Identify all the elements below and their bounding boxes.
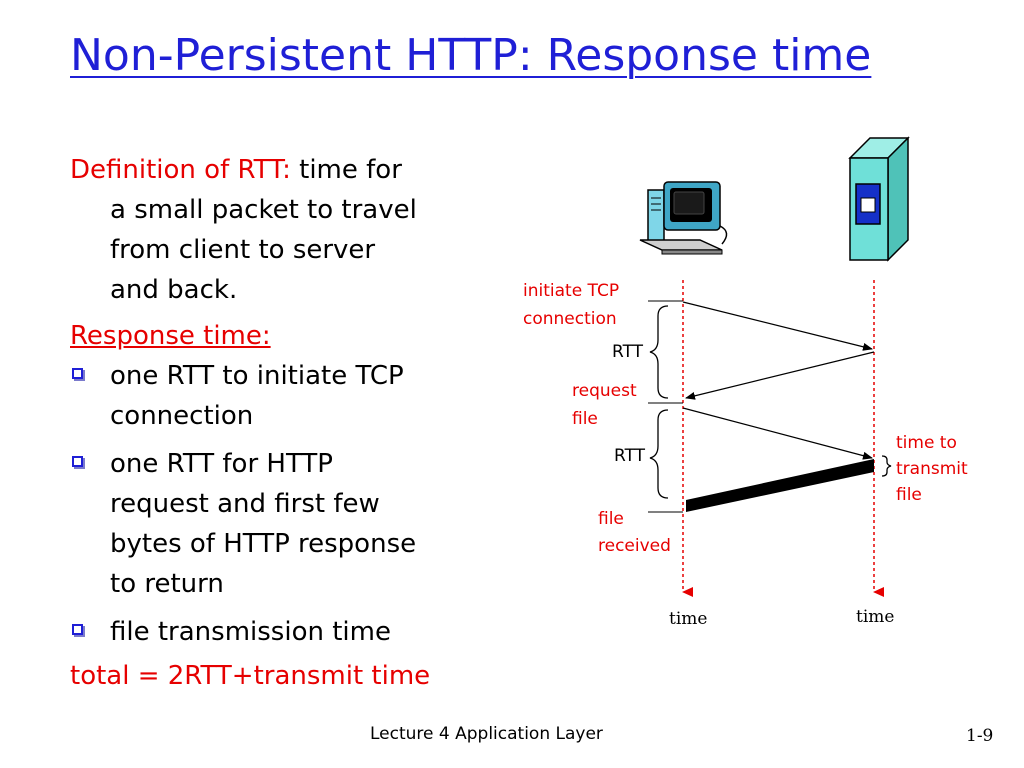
bullet-2-line-2: request and first few xyxy=(110,489,380,519)
transmit-label-2: transmit xyxy=(896,459,968,479)
total-formula: total = 2RTT+transmit time xyxy=(70,656,520,696)
rtt-definition-text-4: and back. xyxy=(110,275,238,305)
bullet-item-1: one RTT to initiate TCP connection xyxy=(70,356,520,436)
rtt-definition-text-2: a small packet to travel xyxy=(110,195,417,225)
request-arrow xyxy=(682,407,873,460)
server-time-label: time xyxy=(856,607,894,627)
bullet-1-line-1: one RTT to initiate TCP xyxy=(110,361,404,391)
syn-arrow xyxy=(682,301,873,351)
page-number: 1-9 xyxy=(966,726,994,746)
rtt-brace-2 xyxy=(649,409,669,499)
initiate-label-2: connection xyxy=(523,309,617,329)
client-computer-icon xyxy=(639,181,728,255)
square-bullet-icon xyxy=(72,368,83,379)
bullet-1-line-2: connection xyxy=(110,401,254,431)
rtt-definition: Definition of RTT: time for a small pack… xyxy=(70,150,520,310)
initiate-label-1: initiate TCP xyxy=(523,281,619,301)
response-time-label: Response time: xyxy=(70,321,271,351)
total-formula-text: total = 2RTT+transmit time xyxy=(70,661,431,691)
square-bullet-icon xyxy=(72,456,83,467)
slide-footer: Lecture 4 Application Layer xyxy=(370,724,603,744)
rtt-label-2: RTT xyxy=(614,446,646,466)
transmit-label-1: time to xyxy=(896,433,957,453)
square-bullet-icon xyxy=(72,624,83,635)
client-time-label: time xyxy=(669,609,707,629)
bullet-3-line-1: file transmission time xyxy=(110,617,391,647)
rtt-definition-text-3: from client to server xyxy=(110,235,376,265)
server-icon xyxy=(848,136,910,262)
bullet-item-3: file transmission time xyxy=(70,612,520,652)
received-label-2: received xyxy=(598,536,671,556)
bullet-item-2: one RTT for HTTP request and first few b… xyxy=(70,444,520,604)
request-label-1: request xyxy=(572,381,637,401)
transmit-label-3: file xyxy=(896,485,922,505)
bullet-2-line-4: to return xyxy=(110,569,224,599)
bullet-2-line-1: one RTT for HTTP xyxy=(110,449,333,479)
rtt-label-1: RTT xyxy=(612,342,644,362)
rtt-definition-label: Definition of RTT: xyxy=(70,155,291,185)
slide-title: Non-Persistent HTTP: Response time xyxy=(70,30,872,81)
rtt-brace-1 xyxy=(649,305,669,399)
transmit-brace xyxy=(881,455,892,477)
rtt-definition-text-1: time for xyxy=(290,155,402,185)
response-time-heading: Response time: xyxy=(70,316,520,356)
slide-body: Definition of RTT: time for a small pack… xyxy=(70,150,520,696)
request-label-2: file xyxy=(572,409,598,429)
received-label-1: file xyxy=(598,509,624,529)
synack-arrow xyxy=(685,351,875,400)
bullet-2-line-3: bytes of HTTP response xyxy=(110,529,417,559)
file-transmission-band xyxy=(686,459,874,512)
